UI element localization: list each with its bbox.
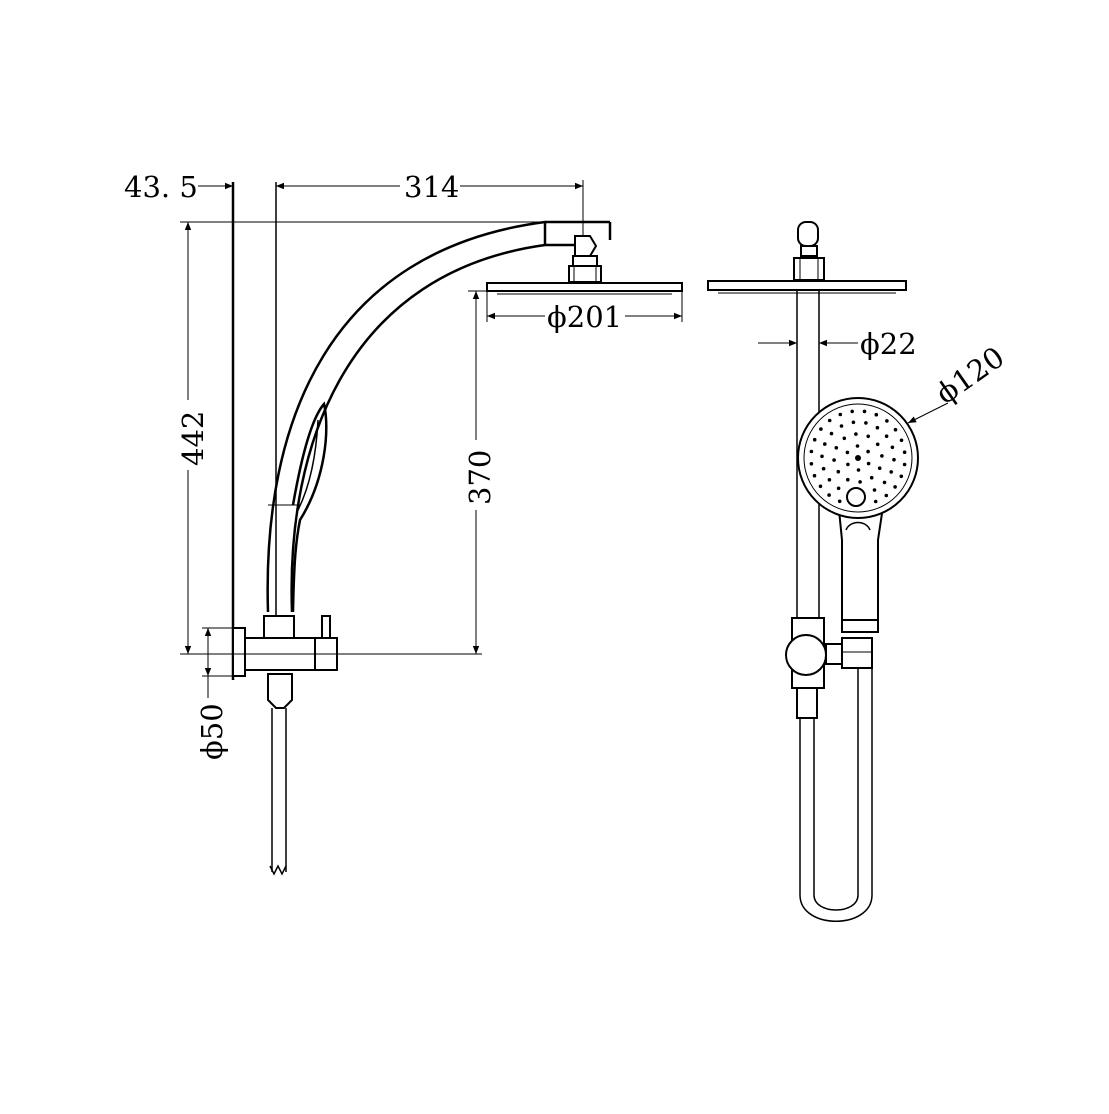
nozzle-dot — [893, 427, 898, 432]
nozzle-dot — [882, 480, 887, 485]
front-hose — [796, 668, 873, 922]
nozzle-dot — [885, 419, 889, 423]
shower-head-side — [486, 282, 683, 295]
nozzle-dot — [838, 412, 843, 417]
dim-flange-diameter: ϕ50 — [195, 627, 245, 760]
nozzle-dot — [832, 458, 836, 462]
nozzle-dot — [902, 450, 907, 455]
slider-bracket — [785, 617, 873, 689]
dim-rail-diameter: ϕ22 — [758, 327, 917, 361]
nozzle-dot — [846, 462, 850, 467]
nozzle-center — [855, 455, 861, 461]
nozzle-dot — [812, 437, 817, 442]
nozzle-pattern — [809, 409, 907, 504]
nozzle-dot — [846, 477, 850, 482]
nozzle-dot — [892, 457, 896, 462]
nozzle-dot — [866, 449, 870, 454]
dim-height-label: 442 — [176, 411, 210, 466]
nozzle-dot — [818, 484, 823, 489]
dim-reach-label: 314 — [404, 170, 459, 204]
mixer-body — [232, 615, 338, 677]
nozzle-dot — [884, 434, 889, 439]
nozzle-dot — [837, 499, 842, 504]
nozzle-dot — [845, 450, 850, 455]
dim-handset-diameter-label: ϕ120 — [930, 340, 1011, 411]
nozzle-dot — [827, 493, 831, 497]
shower-head-front — [707, 280, 907, 294]
nozzle-dot — [875, 425, 880, 430]
overhead-arm — [266, 220, 612, 613]
dim-handset-diameter: ϕ120 — [907, 340, 1011, 424]
dim-offset-label: 43. 5 — [124, 170, 198, 204]
nozzle-dot — [864, 421, 868, 425]
nozzle-dot — [850, 409, 854, 414]
dim-flange-diameter-label: ϕ50 — [195, 703, 229, 760]
nozzle-dot — [877, 466, 882, 471]
nozzle-dot — [834, 446, 839, 450]
nozzle-dot — [812, 473, 817, 478]
nozzle-dot — [839, 424, 844, 428]
side-rail — [231, 182, 277, 680]
nozzle-dot — [893, 485, 897, 489]
nozzle-dot — [836, 469, 841, 474]
nozzle-dot — [866, 434, 870, 439]
dim-height: 442 — [176, 221, 545, 655]
nozzle-dot — [884, 493, 889, 498]
dim-head-diameter-label: ϕ201 — [547, 300, 622, 334]
nozzle-dot — [842, 436, 847, 441]
nozzle-dot — [902, 462, 907, 467]
nozzle-dot — [829, 431, 834, 436]
nozzle-dot — [872, 488, 877, 492]
nozzle-dot — [809, 449, 814, 454]
nozzle-dot — [899, 474, 904, 479]
dim-head-height-label: 370 — [463, 450, 497, 505]
nozzle-dot — [851, 420, 856, 425]
nozzle-dot — [820, 454, 824, 459]
dim-rail-diameter-label: ϕ22 — [860, 327, 917, 361]
hose-outlet — [267, 673, 293, 876]
nozzle-dot — [875, 442, 880, 447]
nozzle-dot — [821, 466, 826, 471]
dim-offset: 43. 5 — [124, 170, 233, 204]
dim-reach: 314 — [276, 170, 584, 236]
nozzle-dot — [880, 454, 884, 458]
handset-front — [797, 397, 919, 633]
head-connector — [568, 235, 602, 283]
nozzle-dot — [873, 499, 878, 504]
nozzle-dot — [899, 438, 904, 443]
nozzle-dot — [862, 409, 867, 414]
nozzle-dot — [866, 461, 871, 466]
front-head-connector — [793, 221, 825, 281]
nozzle-dot — [809, 462, 814, 466]
nozzle-dot — [827, 418, 832, 423]
handset-side — [268, 401, 328, 613]
nozzle-dot — [890, 445, 895, 450]
nozzle-dot — [823, 442, 827, 446]
nozzle-dot — [855, 444, 860, 448]
nozzle-dot — [819, 427, 823, 431]
nozzle-dot — [874, 412, 879, 417]
front-view: ϕ22 ϕ120 — [707, 221, 1011, 922]
nozzle-dot — [889, 470, 893, 474]
nozzle-dot — [858, 480, 862, 484]
nozzle-dot — [854, 432, 858, 436]
nozzle-dot — [836, 486, 841, 491]
nozzle-dot — [856, 468, 861, 472]
nozzle-dot — [827, 478, 832, 482]
dim-head-diameter: ϕ201 — [486, 291, 683, 334]
side-view: 43. 5 314 442 370 — [124, 170, 683, 876]
nozzle-dot — [869, 475, 874, 480]
dim-head-height: 370 — [337, 290, 497, 655]
